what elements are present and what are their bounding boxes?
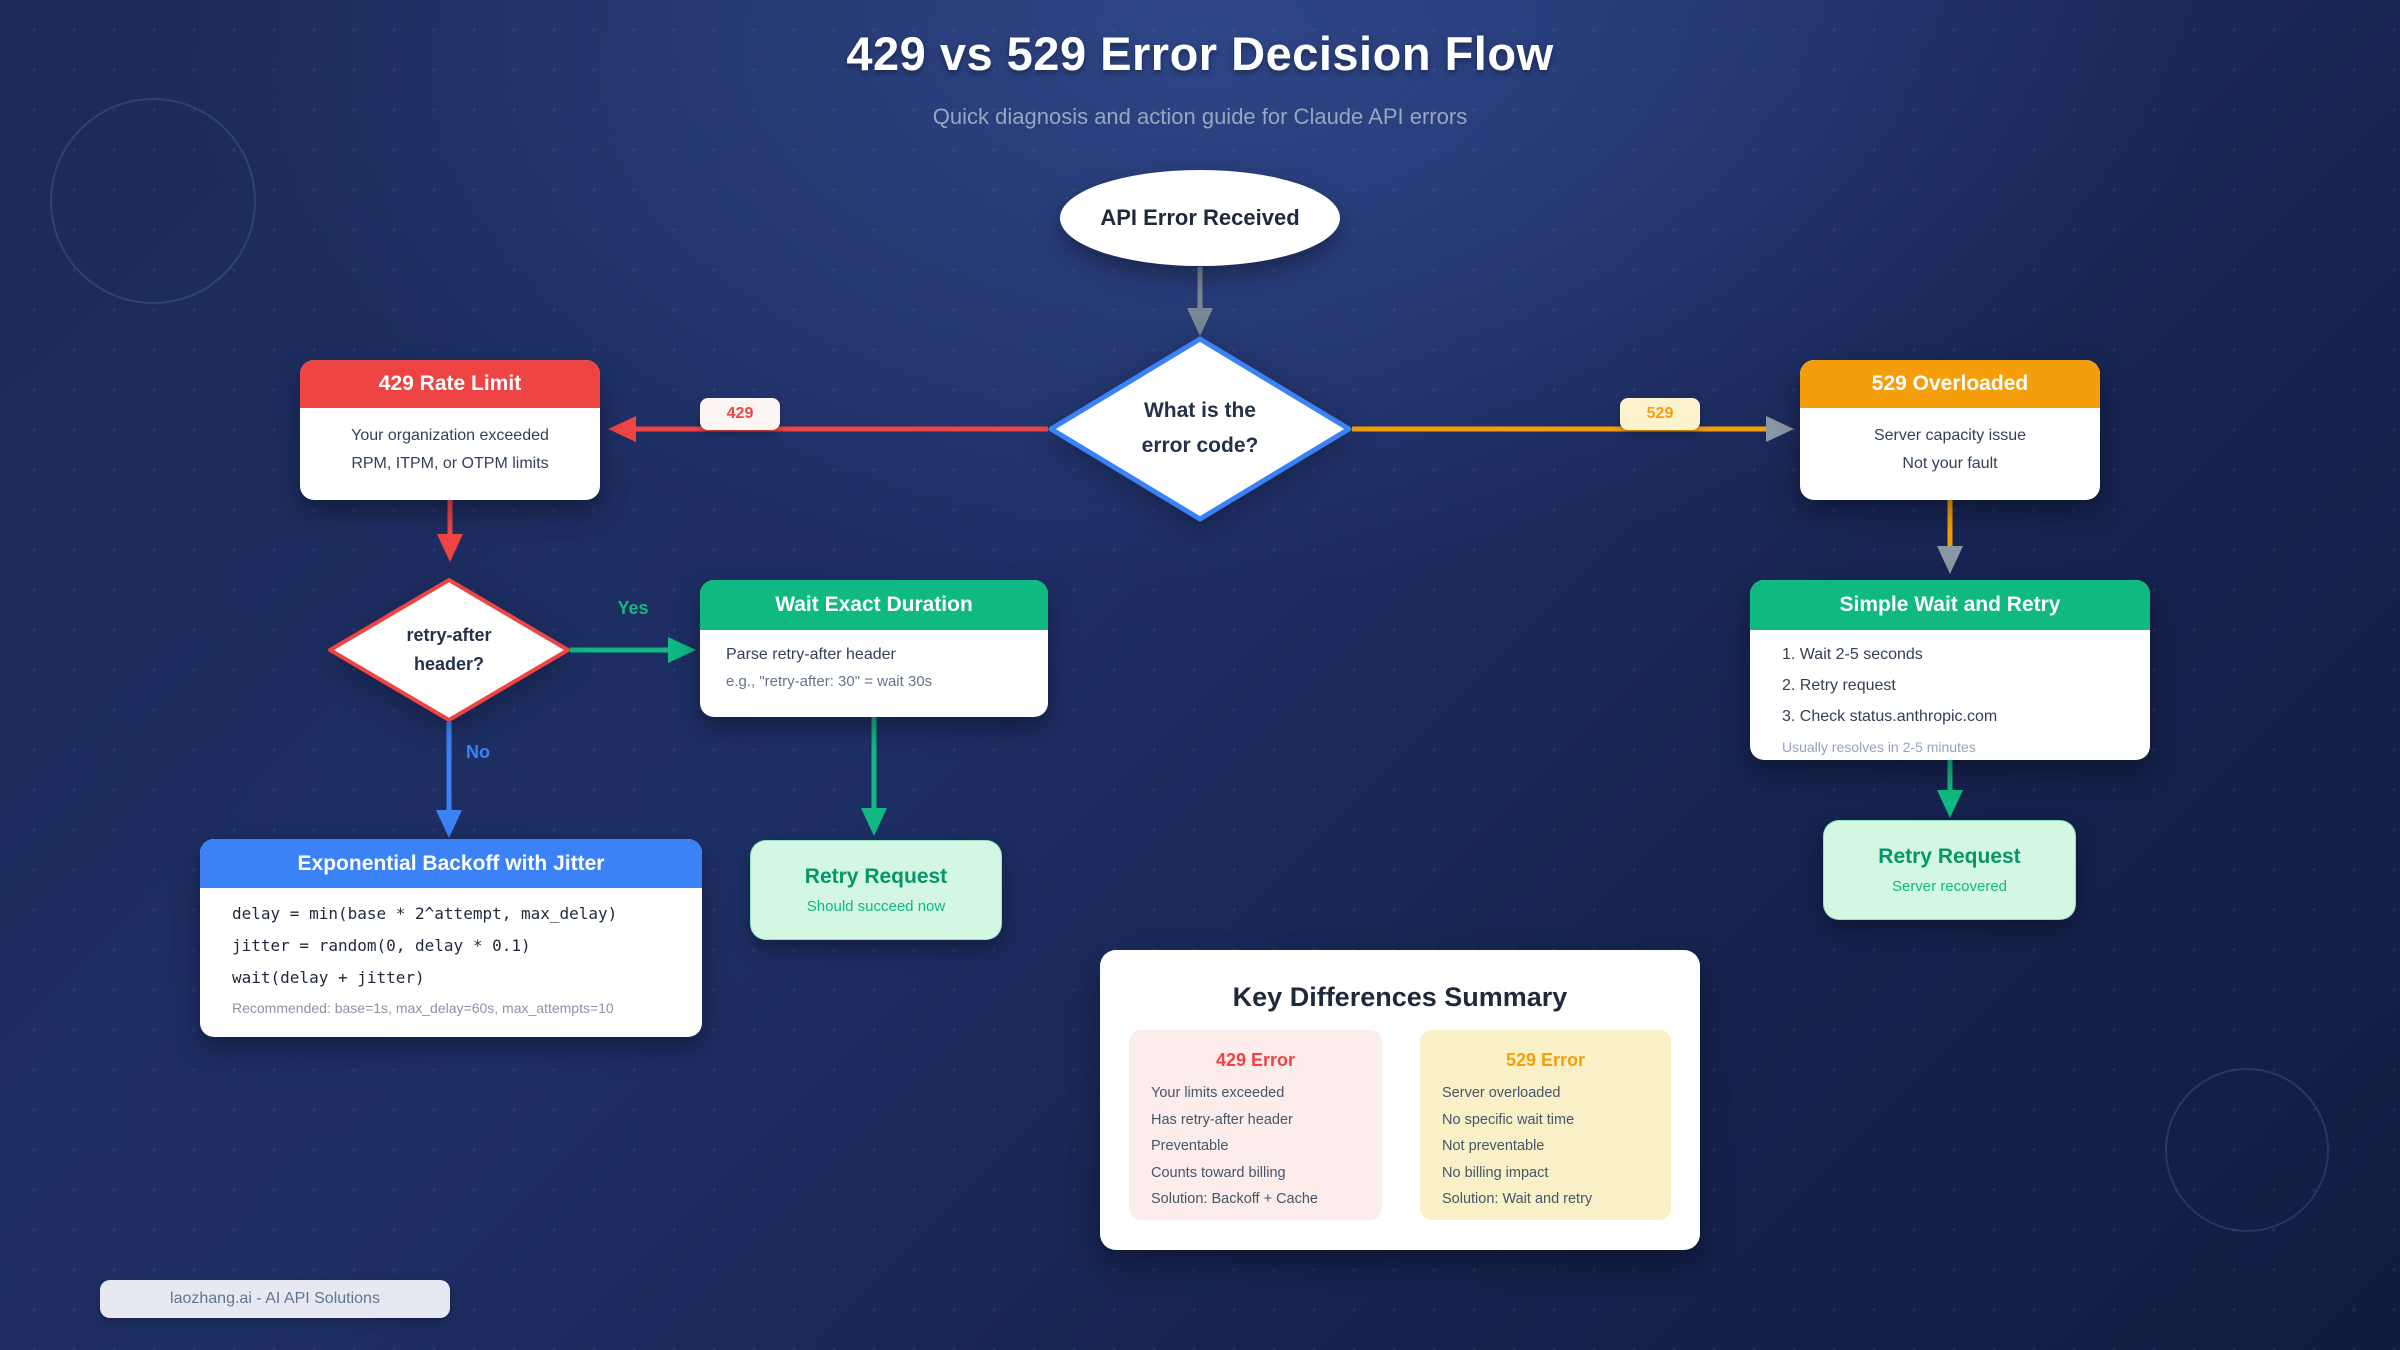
node-exponential-backoff-header: Exponential Backoff with Jitter [200, 839, 702, 888]
summary-item: Not preventable [1442, 1138, 1545, 1154]
simple-wait-note: Usually resolves in 2-5 minutes [1782, 739, 1976, 755]
node-429-rate-limit-header: 429 Rate Limit [300, 360, 600, 408]
summary-item: Server overloaded [1442, 1085, 1561, 1101]
key-differences-summary-card: Key Differences Summary 429 Error Your l… [1100, 950, 1700, 1250]
summary-panel-429-title: 429 Error [1215, 1050, 1296, 1070]
decision-retry-after-shape [328, 578, 570, 722]
edge-label-529: 529 [1620, 398, 1700, 430]
edge-label-no: No [466, 742, 490, 762]
step-item: 2. Retry request [1782, 677, 1896, 694]
node-wait-exact-duration: Wait Exact Duration Parse retry-after he… [700, 580, 1048, 717]
summary-panel-529: 529 Error Server overloaded No specific … [1420, 1030, 1671, 1220]
node-429-rate-limit: 429 Rate Limit Your organization exceede… [300, 360, 600, 500]
summary-item: Solution: Backoff + Cache [1151, 1191, 1318, 1207]
node-wait-exact-duration-header: Wait Exact Duration [700, 580, 1048, 630]
summary-item: Your limits exceeded [1151, 1085, 1285, 1101]
summary-item: No specific wait time [1442, 1111, 1575, 1128]
summary-panel-529-title: 529 Error [1505, 1050, 1586, 1070]
summary-panel-429: 429 Error Your limits exceeded Has retry… [1129, 1030, 1382, 1220]
node-529-overloaded-header: 529 Overloaded [1800, 360, 2100, 408]
step-item: 1. Wait 2-5 seconds [1782, 646, 1923, 663]
decision-error-code: What is the error code? [1048, 336, 1352, 522]
brand-badge: laozhang.ai - AI API Solutions [100, 1280, 450, 1318]
node-simple-wait-and-retry: Simple Wait and Retry 1. Wait 2-5 second… [1750, 580, 2150, 760]
node-simple-wait-and-retry-body: 1. Wait 2-5 seconds 2. Retry request 3. … [1750, 630, 2150, 755]
summary-panel-529-items: Server overloaded No specific wait time … [1442, 1085, 1671, 1207]
step-item: 3. Check status.anthropic.com [1782, 708, 1998, 725]
decision-retry-after-header: retry-after header? [328, 578, 570, 722]
start-node-api-error-received: API Error Received [1060, 170, 1340, 266]
summary-title: Key Differences Summary [1232, 982, 1568, 1012]
decorative-circle-bottom-right [2165, 1068, 2329, 1232]
edge-label-yes: Yes [617, 598, 649, 618]
page-subtitle: Quick diagnosis and action guide for Cla… [932, 104, 1468, 129]
node-429-rate-limit-body: Your organization exceeded RPM, ITPM, or… [351, 427, 549, 472]
node-retry-request-left: Retry Request Should succeed now [750, 840, 1002, 940]
summary-item: Solution: Wait and retry [1442, 1191, 1593, 1207]
decision-retry-after-label: retry-after header? [406, 625, 492, 674]
summary-item: No billing impact [1442, 1164, 1549, 1181]
start-node-label: API Error Received [1100, 205, 1300, 230]
node-retry-request-right: Retry Request Server recovered [1823, 820, 2076, 920]
node-exponential-backoff: Exponential Backoff with Jitter delay = … [200, 839, 702, 1037]
backoff-recommendation-note: Recommended: base=1s, max_delay=60s, max… [232, 1000, 614, 1016]
summary-item: Counts toward billing [1151, 1164, 1286, 1181]
page-title: 429 vs 529 Error Decision Flow [846, 27, 1554, 80]
node-529-overloaded: 529 Overloaded Server capacity issue Not… [1800, 360, 2100, 500]
node-simple-wait-and-retry-header: Simple Wait and Retry [1750, 580, 2150, 630]
code-line: delay = min(base * 2^attempt, max_delay) [232, 904, 618, 923]
summary-item: Has retry-after header [1151, 1111, 1293, 1128]
edge-label-429: 429 [700, 398, 780, 430]
decorative-circle-top-left [50, 98, 256, 304]
code-line: wait(delay + jitter) [232, 968, 425, 987]
decision-error-code-label: What is the error code? [1141, 399, 1259, 457]
code-line: jitter = random(0, delay * 0.1) [232, 936, 531, 955]
summary-panel-429-items: Your limits exceeded Has retry-after hea… [1151, 1085, 1382, 1207]
decision-error-code-shape [1048, 336, 1352, 522]
summary-item: Preventable [1151, 1138, 1229, 1154]
node-529-overloaded-body: Server capacity issue Not your fault [1873, 427, 2027, 472]
node-exponential-backoff-body: delay = min(base * 2^attempt, max_delay)… [200, 888, 702, 1016]
node-wait-exact-duration-body: Parse retry-after header e.g., "retry-af… [726, 646, 933, 690]
